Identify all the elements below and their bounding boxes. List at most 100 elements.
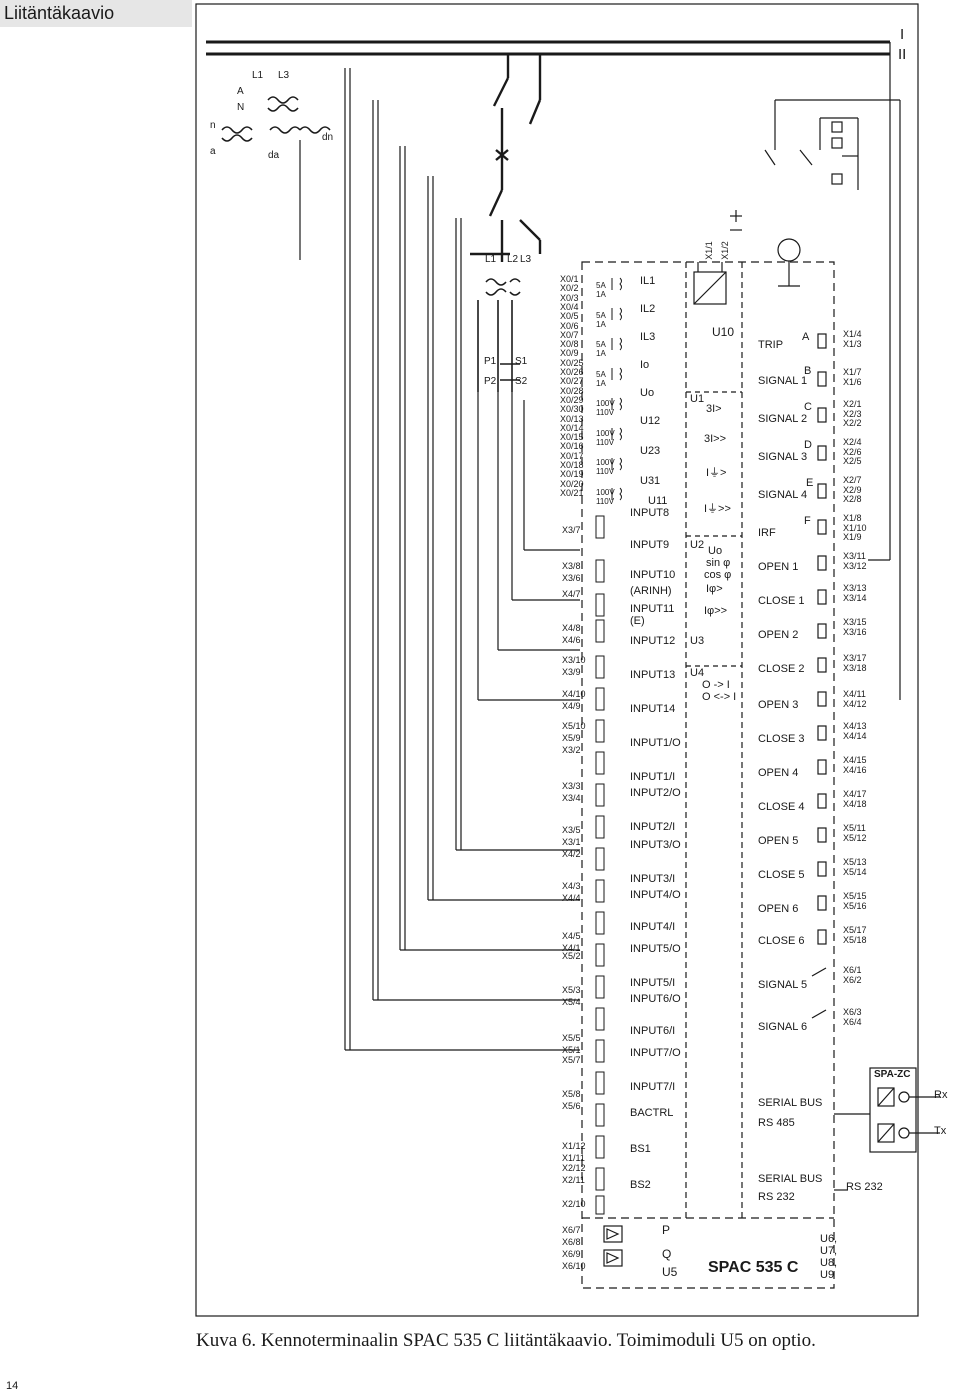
rating-label: 1A [596, 378, 606, 388]
function-label: O -> I [702, 679, 730, 691]
input-label: (E) [630, 615, 645, 627]
rating-label: 100V [596, 458, 615, 467]
rating-label: 1A [596, 290, 606, 299]
function-label: Iφ>> [704, 605, 728, 617]
terminal-label: X4/5 [562, 931, 581, 941]
function-label: 3I>> [704, 433, 727, 445]
input-label: INPUT7/O [630, 1047, 681, 1059]
function-label: cos φ [704, 569, 732, 581]
terminal-label: X4/2 [562, 849, 581, 859]
terminal-label: X3/12 [843, 560, 867, 571]
input-label: INPUT3/I [630, 873, 676, 885]
output-label: SIGNAL 1 [758, 375, 808, 387]
ct-label: L3 [520, 254, 532, 265]
terminal-label: X3/3 [562, 781, 581, 791]
terminal-label: X1/2 [719, 241, 730, 260]
terminal-label: X5/8 [562, 1089, 581, 1099]
phase-label: L3 [278, 70, 290, 81]
terminal-label: X5/13 [843, 857, 867, 867]
terminal-label: X1/10 [843, 522, 867, 533]
terminal-label: X3/1 [562, 837, 581, 847]
terminal-label: X0/27 [560, 376, 584, 387]
input-label: INPUT11 [630, 603, 675, 615]
module-label: U4 [690, 667, 705, 679]
analog-channel-label: U31 [640, 475, 661, 487]
input-label: (ARINH) [630, 585, 672, 597]
serial-label: SERIAL BUS [758, 1173, 823, 1185]
terminal-label: X5/15 [843, 891, 867, 901]
terminal-label: X6/7 [562, 1225, 581, 1235]
function-label: Uo [708, 545, 723, 557]
terminal-label: X3/5 [562, 825, 581, 835]
analog-output-label: Q [662, 1247, 672, 1261]
page-number: 14 [6, 1380, 19, 1392]
vt-label: da [268, 150, 280, 161]
terminal-label: X0/20 [560, 478, 584, 489]
terminal-label: X5/16 [843, 900, 867, 911]
page-title: Liitäntäkaavio [4, 3, 115, 23]
output-label: OPEN 6 [758, 903, 799, 915]
terminal-label: X2/12 [562, 1163, 586, 1173]
terminal-label: X6/4 [843, 1016, 862, 1027]
terminal-label: X5/12 [843, 832, 867, 843]
rating-label: 110V [596, 408, 615, 417]
output-label: SIGNAL 2 [758, 413, 808, 425]
terminal-label: X4/18 [843, 798, 867, 809]
busbar-label: I [900, 26, 904, 43]
relay-letter: C [804, 401, 812, 413]
input-label: INPUT1/I [630, 771, 676, 783]
terminal-label: X2/1 [843, 399, 862, 409]
terminal-label: X2/6 [843, 446, 862, 457]
analog-channel-label: U11 [648, 495, 668, 507]
output-label: CLOSE 2 [758, 663, 805, 675]
analog-output-label: P [662, 1223, 671, 1237]
vt-label: a [210, 146, 216, 157]
output-label: CLOSE 1 [758, 595, 805, 607]
rating-label: 5A [596, 369, 606, 379]
terminal-label: X3/2 [562, 745, 581, 755]
analog-channel-label: Io [640, 359, 650, 371]
output-label: SIGNAL 4 [758, 489, 808, 501]
terminal-label: X5/3 [562, 985, 581, 995]
terminal-label: X5/7 [562, 1055, 581, 1065]
terminal-label: X1/3 [843, 338, 862, 349]
terminal-label: X4/8 [562, 623, 581, 633]
output-label: OPEN 5 [758, 835, 799, 847]
terminal-label: X4/4 [562, 893, 581, 903]
analog-coils [611, 277, 622, 501]
relay-contacts [811, 333, 827, 1019]
terminal-label: X4/9 [562, 701, 581, 711]
module-label: U6, [820, 1233, 838, 1245]
rating-label: 100V [596, 487, 615, 497]
terminal-label: X6/3 [843, 1007, 862, 1017]
output-label: IRF [758, 527, 776, 539]
output-label: OPEN 1 [758, 561, 799, 573]
input-label: BS1 [630, 1143, 651, 1155]
terminal-label: X2/4 [843, 437, 862, 447]
terminal-label: X3/14 [843, 592, 867, 603]
terminal-label: X4/16 [843, 764, 867, 775]
function-label: I⏚> [706, 467, 727, 479]
terminal-label: X5/17 [843, 925, 867, 935]
phase-label: L1 [252, 70, 264, 81]
input-label: INPUT6/O [630, 993, 681, 1005]
phase-label: A [237, 86, 244, 97]
terminal-label: X2/2 [843, 418, 862, 428]
port-label: Rx [934, 1089, 948, 1101]
input-label: INPUT5/O [630, 943, 681, 955]
page-header: Liitäntäkaavio [0, 0, 192, 27]
terminal-label: X0/16 [560, 441, 584, 452]
terminal-label: X6/8 [562, 1237, 581, 1247]
terminal-label: X3/10 [562, 655, 586, 665]
function-label: 3I> [706, 403, 722, 415]
terminal-label: X0/2 [560, 283, 579, 294]
terminal-label: X4/11 [843, 689, 866, 699]
terminal-label: X2/9 [843, 484, 862, 495]
terminal-label: X0/28 [560, 385, 584, 396]
input-label: INPUT1/O [630, 737, 681, 749]
input-label: INPUT5/I [630, 977, 676, 989]
relay-letter: B [804, 365, 812, 377]
relay-letter: F [804, 515, 811, 527]
vt-label: dn [322, 132, 333, 143]
rating-label: 5A [596, 340, 606, 349]
